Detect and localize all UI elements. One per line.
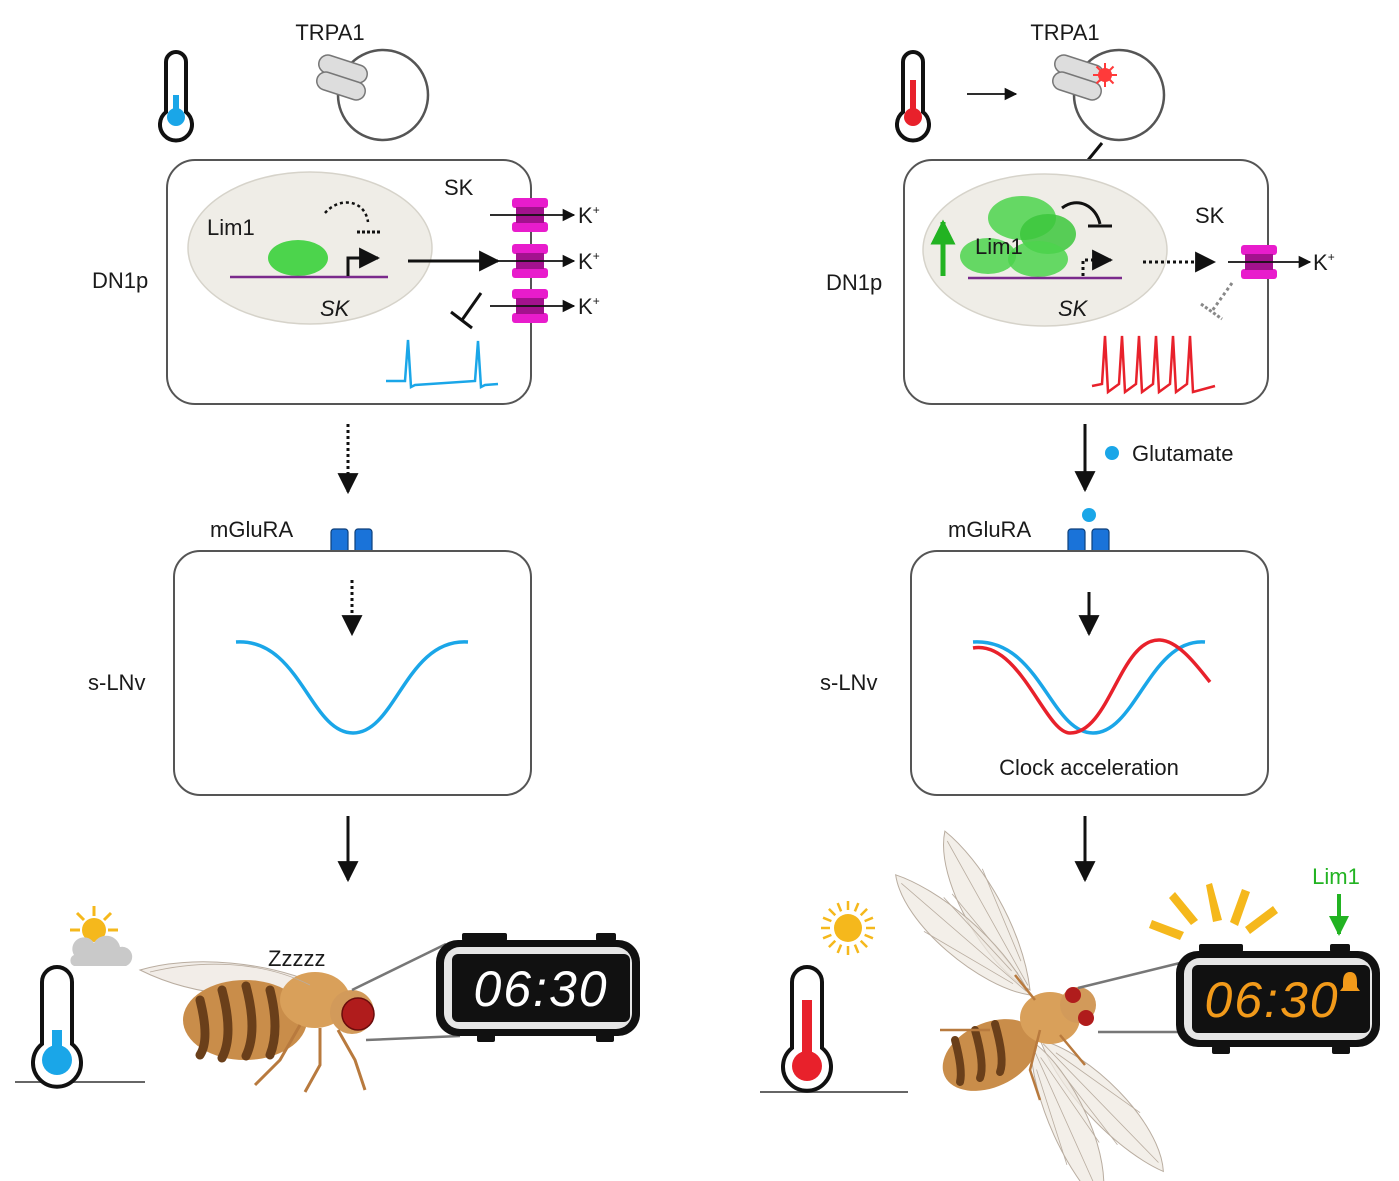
sk-gene-label: SK	[320, 296, 351, 321]
sun-ray	[822, 933, 832, 940]
sun-ray	[828, 908, 837, 917]
k-efflux-arrows	[490, 208, 576, 313]
slnv-label: s-LNv	[88, 670, 145, 695]
glutamate-icon	[1105, 446, 1119, 460]
glutamate-label: Glutamate	[1132, 441, 1234, 466]
sk-channel-label: SK	[444, 175, 474, 200]
transcription-arrow	[346, 247, 381, 276]
alarm-rays	[1149, 883, 1278, 940]
trpa1-receptor-icon	[1052, 48, 1166, 142]
sun-ray	[836, 944, 843, 954]
left-panel: TRPA1 DN1p Lim1 SK SK K+ K+	[15, 20, 640, 1093]
trpa1-receptor-icon	[316, 48, 430, 142]
clock-oscillation-cold	[235, 640, 469, 735]
sun-ray	[864, 916, 874, 923]
sun-ray	[822, 916, 832, 923]
sun-ray	[853, 944, 860, 954]
sk-gene-label: SK	[1058, 296, 1089, 321]
pointer-line	[365, 1034, 461, 1042]
pointer-line	[351, 942, 447, 992]
mglura-label: mGluRA	[948, 517, 1031, 542]
firing-trace-warm	[1091, 335, 1216, 395]
sun-icon	[821, 901, 875, 955]
thermometer-cold-icon	[15, 965, 145, 1089]
mglura-label: mGluRA	[210, 517, 293, 542]
repression-arc	[1061, 201, 1102, 225]
firing-trace-cold	[386, 339, 499, 389]
clock-oscillation-cold	[972, 640, 1206, 735]
k-ion-label: K+	[578, 249, 600, 274]
slnv-cell	[910, 550, 1269, 796]
inhibition-line	[460, 292, 483, 321]
inhibition-bar	[450, 310, 473, 330]
fly-awake-icon	[881, 821, 1180, 1181]
k-ion-label: K+	[1313, 250, 1335, 275]
right-panel: TRPA1 DN1p Lim1 SK SK K+	[760, 20, 1380, 1181]
thermometer-cold-icon	[158, 50, 194, 143]
lim1-label: Lim1	[975, 234, 1023, 259]
lim1-protein	[960, 196, 1076, 277]
sun-ray	[859, 939, 868, 948]
k-ion-label: K+	[578, 203, 600, 228]
zzz-label: Zzzzz	[268, 946, 325, 971]
clock-acceleration-label: Clock acceleration	[999, 755, 1179, 780]
lim1-protein	[268, 240, 328, 276]
k-ion-label: K+	[578, 294, 600, 319]
sun-ray	[853, 902, 860, 912]
slnv-label: s-LNv	[820, 670, 877, 695]
sun-ray	[828, 939, 837, 948]
bell-icon	[1340, 972, 1360, 991]
alarm-clock-icon: 06:30	[1176, 944, 1380, 1054]
sun-cloud-icon	[70, 906, 133, 966]
dn1p-label: DN1p	[826, 270, 882, 295]
sk-channel-label: SK	[1195, 203, 1225, 228]
sun-ray	[836, 902, 843, 912]
lim1-alarm-label: Lim1	[1312, 864, 1360, 889]
sun-ray	[859, 908, 868, 917]
clock-oscillation-warm	[972, 638, 1212, 735]
sun-ray	[864, 933, 874, 940]
trpa1-label: TRPA1	[1030, 20, 1099, 45]
autoregulation-dotted	[324, 201, 370, 223]
clock-display: 06:30	[473, 961, 608, 1017]
lim1-label: Lim1	[207, 215, 255, 240]
fly-sleeping-icon	[138, 961, 375, 1093]
pointer-line	[1077, 960, 1185, 990]
trpa1-label: TRPA1	[295, 20, 364, 45]
inhibition-bar-dotted	[1200, 302, 1223, 321]
thermometer-warm-icon	[895, 50, 931, 143]
slnv-cell	[173, 550, 532, 796]
thermometer-warm-icon	[760, 965, 908, 1093]
alarm-clock-icon: 06:30	[436, 933, 640, 1042]
clock-display: 06:30	[1204, 972, 1339, 1028]
dn1p-label: DN1p	[92, 268, 148, 293]
